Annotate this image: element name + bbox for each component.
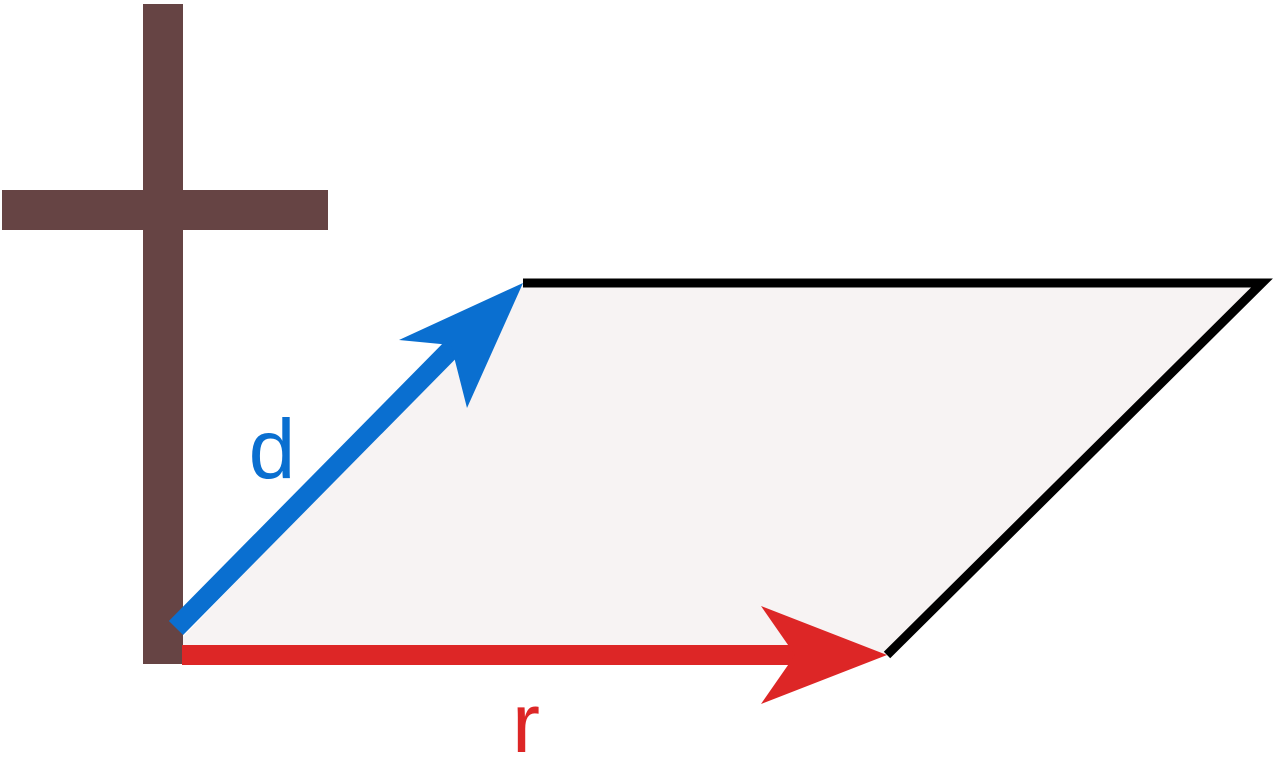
vector-r-arrowhead <box>761 606 887 704</box>
vector-d-arrow <box>168 283 523 636</box>
vector-r-arrow <box>182 606 887 704</box>
cross-vertical-bar <box>143 4 183 664</box>
vector-d-label: d <box>249 402 296 496</box>
cross <box>2 4 328 664</box>
vector-d-shaft <box>168 322 478 636</box>
vector-r-label: r <box>512 676 540 758</box>
vector-d-arrowhead <box>399 283 523 408</box>
parallelogram <box>182 283 1262 655</box>
parallelogram-outline <box>523 278 1273 659</box>
cross-horizontal-bar <box>2 190 328 230</box>
